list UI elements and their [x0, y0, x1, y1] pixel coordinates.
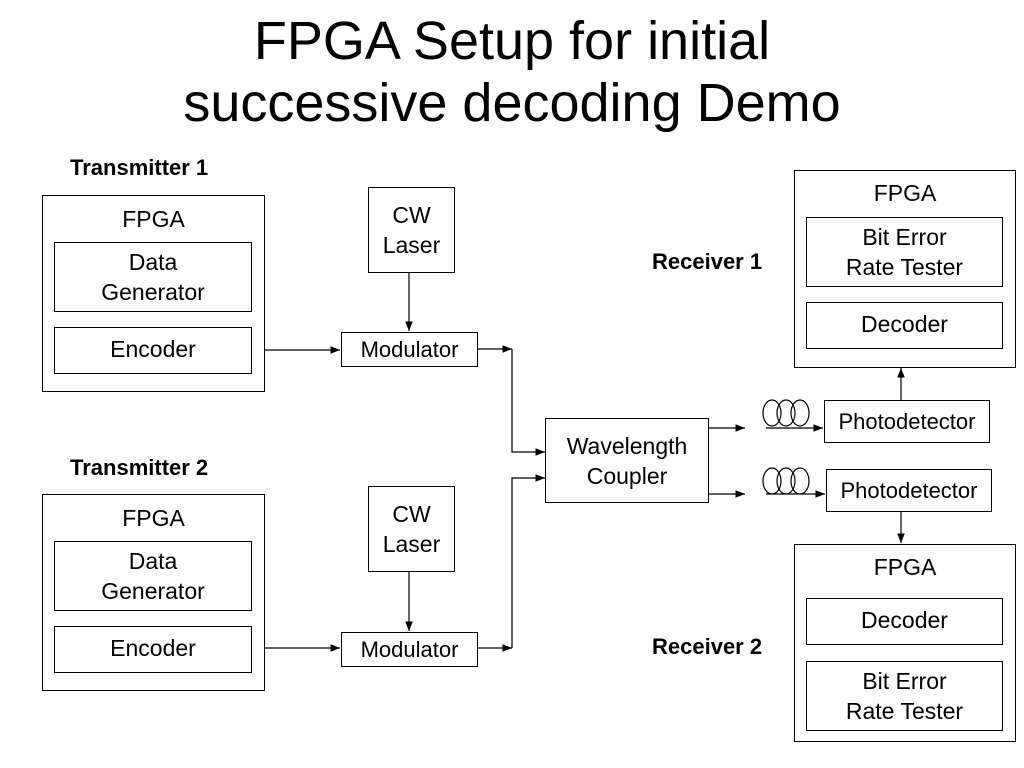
modulator-1: Modulator — [341, 332, 478, 367]
title-line-2: successive decoding Demo — [183, 73, 841, 133]
transmitter-2-label: Transmitter 2 — [70, 455, 209, 480]
transmitter-2-fpga-label: FPGA — [122, 505, 185, 531]
photodetector-2: Photodetector — [826, 469, 992, 512]
fiber-coil-icon — [762, 399, 810, 427]
transmitter-1-fpga-label: FPGA — [122, 206, 185, 232]
diagram-title: FPGA Setup for initial successive decodi… — [0, 10, 1024, 134]
transmitter-1-data-generator: Data Generator — [54, 242, 252, 312]
transmitter-1-label: Transmitter 1 — [70, 155, 209, 180]
cw-laser-1: CW Laser — [368, 187, 455, 273]
cw-laser-2: CW Laser — [368, 486, 455, 572]
receiver-2-fpga-label: FPGA — [873, 554, 937, 580]
wire-modulator2-coupler — [511, 474, 545, 648]
wire-modulator1-coupler — [511, 349, 545, 456]
receiver-1-bit-error-rate-tester: Bit Error Rate Tester — [806, 217, 1003, 287]
transmitter-2-encoder: Encoder — [54, 626, 252, 673]
fiber-coil-icon — [762, 467, 810, 495]
transmitter-2-data-generator: Data Generator — [54, 541, 252, 611]
receiver-2-decoder: Decoder — [806, 598, 1003, 645]
receiver-1-decoder: Decoder — [806, 302, 1003, 349]
receiver-1-fpga-label: FPGA — [873, 180, 937, 206]
modulator-2: Modulator — [341, 632, 478, 667]
title-line-1: FPGA Setup for initial — [253, 11, 771, 71]
receiver-1-label: Receiver 1 — [652, 249, 763, 274]
photodetector-1: Photodetector — [824, 400, 990, 443]
receiver-2-label: Receiver 2 — [652, 634, 763, 659]
wavelength-coupler: Wavelength Coupler — [545, 418, 709, 503]
transmitter-1-encoder: Encoder — [54, 327, 252, 374]
receiver-2-bit-error-rate-tester: Bit Error Rate Tester — [806, 661, 1003, 731]
